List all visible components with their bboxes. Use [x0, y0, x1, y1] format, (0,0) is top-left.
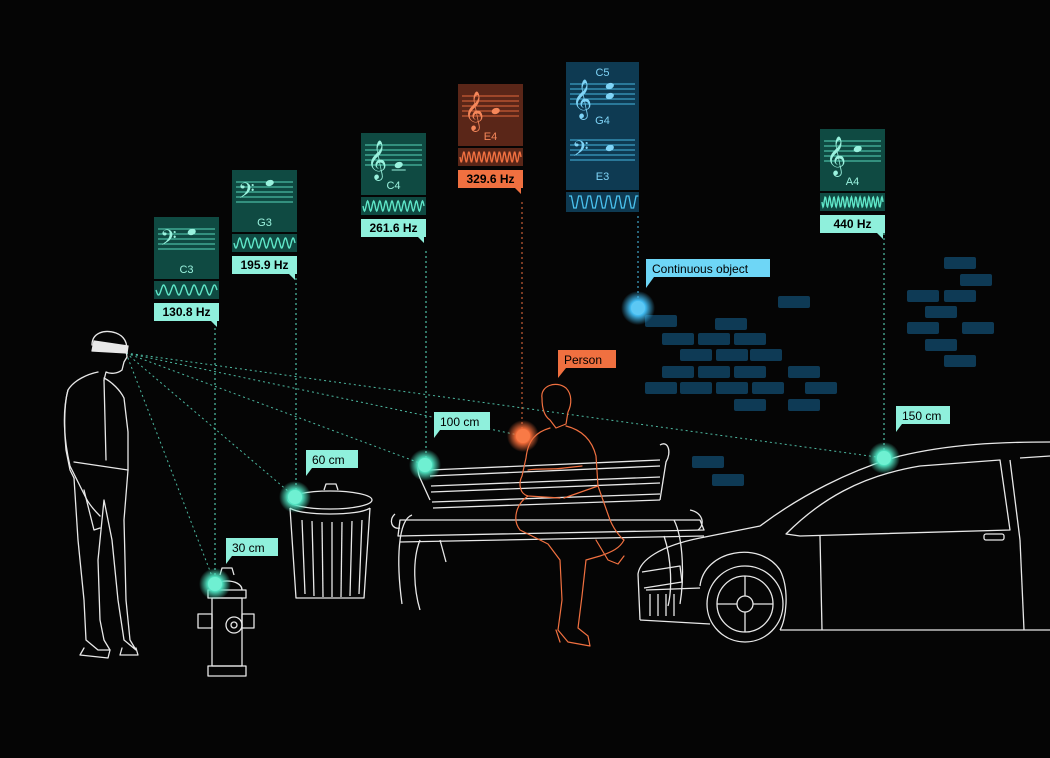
chord-note-mid: G4 [595, 115, 610, 127]
distance-callouts: 30 cm 60 cm 100 cm 150 cm [226, 406, 950, 564]
chord-note-bottom: E3 [596, 171, 609, 183]
distance-text: 150 cm [902, 409, 941, 423]
frequency-label: 130.8 Hz [162, 305, 210, 319]
note-name: C3 [179, 264, 193, 276]
frequency-label: 261.6 Hz [369, 221, 417, 235]
person-label: Person [558, 350, 616, 378]
bass-clef-icon: 𝄢 [572, 137, 589, 167]
frequency-label: 440 Hz [833, 217, 871, 231]
note-panel-c4: 𝄞C4 261.6 Hz [361, 133, 426, 243]
note-panel-g3: 𝄢G3 195.9 Hz [232, 170, 297, 280]
sitting-person [515, 383, 625, 647]
frequency-label: 195.9 Hz [240, 258, 288, 272]
detection-dots [199, 291, 900, 600]
note-panel-a4: 𝄞A4 440 Hz [820, 129, 885, 239]
chord-panel-continuous: C5𝄞G4 𝄢 E3 [566, 62, 639, 212]
treble-clef-icon: 𝄞 [572, 79, 592, 120]
note-name: C4 [386, 180, 400, 192]
chord-note-top: C5 [595, 67, 609, 79]
continuous-label: Continuous object [646, 259, 770, 288]
treble-clef-icon: 𝄞 [826, 136, 846, 177]
object-callouts: Person Continuous object [558, 259, 770, 378]
distance-text: 100 cm [440, 415, 479, 429]
bass-clef-icon: 𝄢 [238, 179, 255, 209]
treble-clef-icon: 𝄞 [367, 140, 387, 181]
distance-label-hydrant: 30 cm [226, 538, 278, 564]
note-panel-e4: 𝄞E4 329.6 Hz [458, 84, 523, 194]
man-figure [63, 330, 139, 659]
distance-text: 60 cm [312, 453, 345, 467]
continuous-label-text: Continuous object [652, 262, 749, 276]
sight-lines [125, 352, 885, 585]
car [637, 441, 1050, 643]
note-name: E4 [484, 131, 497, 143]
distance-label-car: 150 cm [896, 406, 950, 432]
bass-clef-icon: 𝄢 [160, 226, 177, 256]
distance-text: 30 cm [232, 541, 265, 555]
panel-connectors [214, 202, 885, 584]
distance-label-bench: 100 cm [434, 412, 490, 438]
brick-wall-center [645, 296, 837, 486]
distance-label-trash: 60 cm [306, 450, 358, 476]
frequency-label: 329.6 Hz [466, 172, 514, 186]
note-name: G3 [257, 217, 272, 229]
note-name: A4 [846, 176, 859, 188]
treble-clef-icon: 𝄞 [464, 91, 484, 132]
brick-wall-right [907, 257, 994, 367]
person-label-text: Person [564, 353, 602, 367]
note-panel-c3: 𝄢C3 130.8 Hz [154, 217, 219, 327]
